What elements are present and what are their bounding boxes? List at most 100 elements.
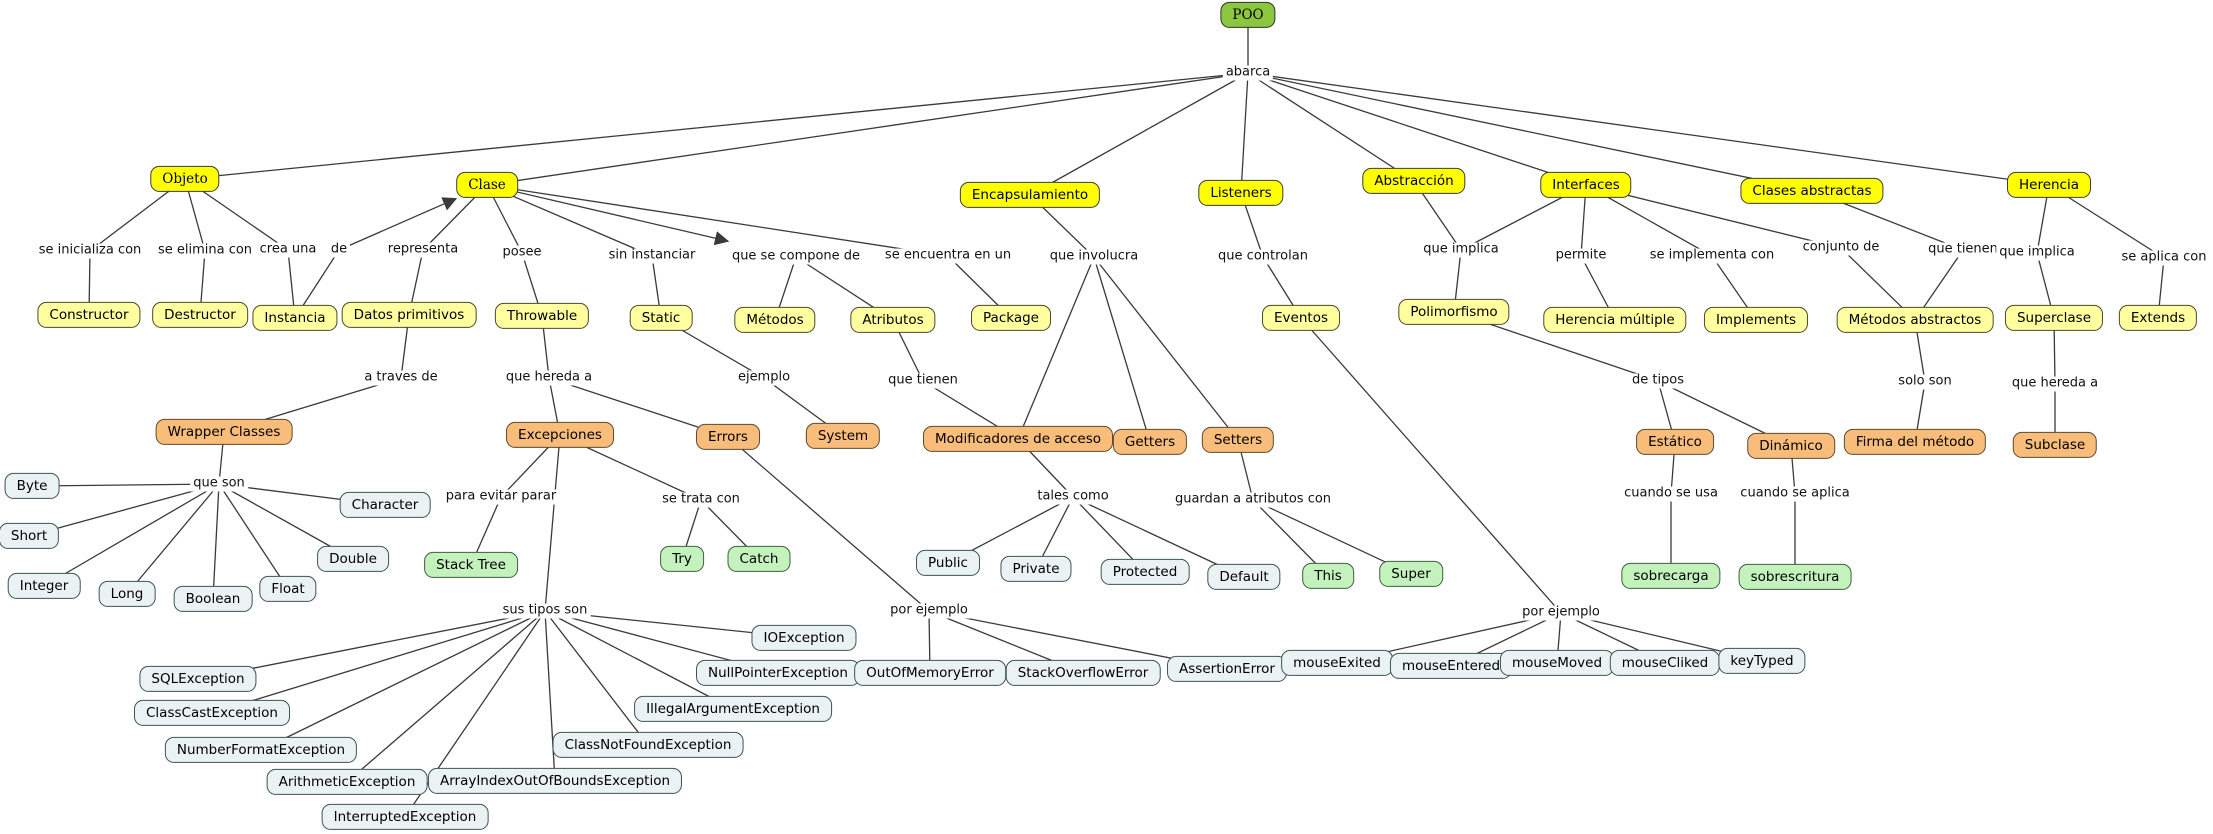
node-encapsulamiento[interactable]: Encapsulamiento [959, 181, 1101, 209]
node-sobrescritura[interactable]: sobrescritura [1738, 563, 1852, 591]
node-double[interactable]: Double [317, 545, 389, 573]
node-numberFormat[interactable]: NumberFormatException [164, 736, 358, 764]
node-excepciones[interactable]: Excepciones [506, 421, 614, 449]
node-atributos[interactable]: Atributos [850, 306, 936, 334]
link-label-porejemplo1[interactable]: por ejemplo [887, 603, 971, 619]
link-label-setrata[interactable]: se trata con [659, 492, 743, 508]
node-constructor[interactable]: Constructor [37, 301, 141, 329]
node-listeners[interactable]: Listeners [1198, 179, 1284, 207]
link-label-queson[interactable]: que son [190, 476, 248, 492]
node-byte[interactable]: Byte [4, 472, 60, 500]
link-label-paraevitar[interactable]: para evitar parar [442, 489, 560, 505]
link-label-representa[interactable]: representa [384, 242, 462, 258]
node-try[interactable]: Try [660, 545, 704, 573]
node-objeto[interactable]: Objeto [150, 165, 220, 193]
node-polimorfismo[interactable]: Polimorfismo [1398, 298, 1510, 326]
node-static[interactable]: Static [629, 304, 693, 332]
node-poo[interactable]: POO [1220, 1, 1276, 29]
node-superclase[interactable]: Superclase [2004, 304, 2104, 332]
link-label-elimina[interactable]: se elimina con [154, 243, 256, 259]
node-default[interactable]: Default [1207, 563, 1281, 591]
link-label-de[interactable]: de [327, 242, 351, 258]
node-public[interactable]: Public [916, 549, 980, 577]
node-catch[interactable]: Catch [727, 545, 791, 573]
link-label-cuandousa[interactable]: cuando se usa [1621, 486, 1721, 502]
node-clase[interactable]: Clase [456, 171, 518, 199]
link-label-quetienen1[interactable]: que tienen [885, 373, 961, 389]
link-label-implica1[interactable]: que implica [1420, 242, 1502, 258]
node-herencia[interactable]: Herencia [2006, 171, 2092, 199]
node-dinamico[interactable]: Dinámico [1747, 432, 1835, 460]
link-label-quetienen2[interactable]: que tienen [1925, 242, 2001, 258]
node-system[interactable]: System [805, 422, 881, 450]
link-label-controlan[interactable]: que controlan [1215, 249, 1311, 265]
link-label-soloson[interactable]: solo son [1895, 374, 1955, 390]
link-label-sustipos[interactable]: sus tipos son [499, 603, 591, 619]
node-super[interactable]: Super [1379, 560, 1443, 588]
link-label-conjunto[interactable]: conjunto de [1799, 240, 1883, 256]
node-short[interactable]: Short [0, 522, 60, 550]
node-classCast[interactable]: ClassCastException [134, 699, 290, 727]
node-mouseMoved[interactable]: mouseMoved [1499, 649, 1615, 677]
node-mouseEntered[interactable]: mouseEntered [1389, 652, 1513, 680]
node-instancia[interactable]: Instancia [252, 304, 338, 332]
node-metodos[interactable]: Métodos [734, 306, 816, 334]
node-arrayIndex[interactable]: ArrayIndexOutOfBoundsException [427, 767, 683, 795]
node-estatico[interactable]: Estático [1636, 428, 1714, 456]
link-label-implementa[interactable]: se implementa con [1646, 248, 1778, 264]
node-destructor[interactable]: Destructor [152, 301, 248, 329]
node-modificadores[interactable]: Modificadores de acceso [922, 425, 1114, 453]
node-integer[interactable]: Integer [7, 572, 81, 600]
node-interfaces[interactable]: Interfaces [1540, 171, 1632, 199]
node-extends[interactable]: Extends [2118, 304, 2198, 332]
node-nullPointer[interactable]: NullPointerException [696, 659, 860, 687]
node-arithmetic[interactable]: ArithmeticException [266, 768, 428, 796]
link-label-hereda1[interactable]: que hereda a [502, 370, 596, 386]
node-abstraccion[interactable]: Abstracción [1362, 167, 1466, 195]
node-errors[interactable]: Errors [696, 423, 760, 451]
link-label-detipos[interactable]: de tipos [1628, 373, 1688, 389]
node-wrapperClasses[interactable]: Wrapper Classes [155, 418, 293, 446]
link-label-hereda2[interactable]: que hereda a [2008, 376, 2102, 392]
node-classNotFound[interactable]: ClassNotFoundException [552, 731, 744, 759]
node-character[interactable]: Character [339, 491, 431, 519]
node-protected[interactable]: Protected [1100, 558, 1190, 586]
link-label-talescomo[interactable]: tales como [1034, 489, 1112, 505]
node-this[interactable]: This [1302, 562, 1354, 590]
node-sobrecarga[interactable]: sobrecarga [1621, 562, 1721, 590]
node-firmaMetodo[interactable]: Firma del método [1843, 428, 1987, 456]
node-long[interactable]: Long [98, 580, 156, 608]
node-package[interactable]: Package [971, 304, 1051, 332]
node-stackOverflow[interactable]: StackOverflowError [1005, 659, 1161, 687]
node-metodosAbstractos[interactable]: Métodos abstractos [1836, 306, 1994, 334]
node-mouseCliked[interactable]: mouseCliked [1609, 649, 1721, 677]
link-label-posee[interactable]: posee [499, 245, 545, 261]
link-label-crea[interactable]: crea una [256, 242, 320, 258]
node-datosPrimitivos[interactable]: Datos primitivos [341, 301, 477, 329]
node-clasesAbstractas[interactable]: Clases abstractas [1740, 177, 1884, 205]
node-getters[interactable]: Getters [1112, 428, 1188, 456]
node-keyTyped[interactable]: keyTyped [1718, 647, 1806, 675]
node-float[interactable]: Float [259, 575, 317, 603]
link-label-implica2[interactable]: que implica [1996, 245, 2078, 261]
link-label-abarca[interactable]: abarca [1222, 65, 1274, 81]
node-outOfMemory[interactable]: OutOfMemoryError [854, 659, 1006, 687]
node-ioException[interactable]: IOException [751, 624, 857, 652]
node-private[interactable]: Private [1000, 555, 1072, 583]
link-label-ejemplo[interactable]: ejemplo [734, 370, 794, 386]
node-setters[interactable]: Setters [1201, 426, 1275, 454]
link-label-aplica[interactable]: se aplica con [2118, 250, 2210, 266]
node-assertionError[interactable]: AssertionError [1167, 655, 1287, 683]
node-herenciaMultiple[interactable]: Herencia múltiple [1543, 306, 1687, 334]
link-label-permite[interactable]: permite [1552, 248, 1610, 264]
link-label-compone[interactable]: que se compone de [728, 249, 864, 265]
node-mouseExited[interactable]: mouseExited [1281, 649, 1393, 677]
link-label-involucra[interactable]: que involucra [1046, 249, 1142, 265]
node-illegalArgument[interactable]: IllegalArgumentException [634, 695, 832, 723]
node-eventos[interactable]: Eventos [1262, 304, 1340, 332]
node-boolean[interactable]: Boolean [173, 585, 253, 613]
link-label-guardan[interactable]: guardan a atributos con [1171, 492, 1335, 508]
node-subclase[interactable]: Subclase [2012, 431, 2098, 459]
node-throwable[interactable]: Throwable [494, 302, 590, 330]
node-sqlException[interactable]: SQLException [139, 665, 257, 693]
